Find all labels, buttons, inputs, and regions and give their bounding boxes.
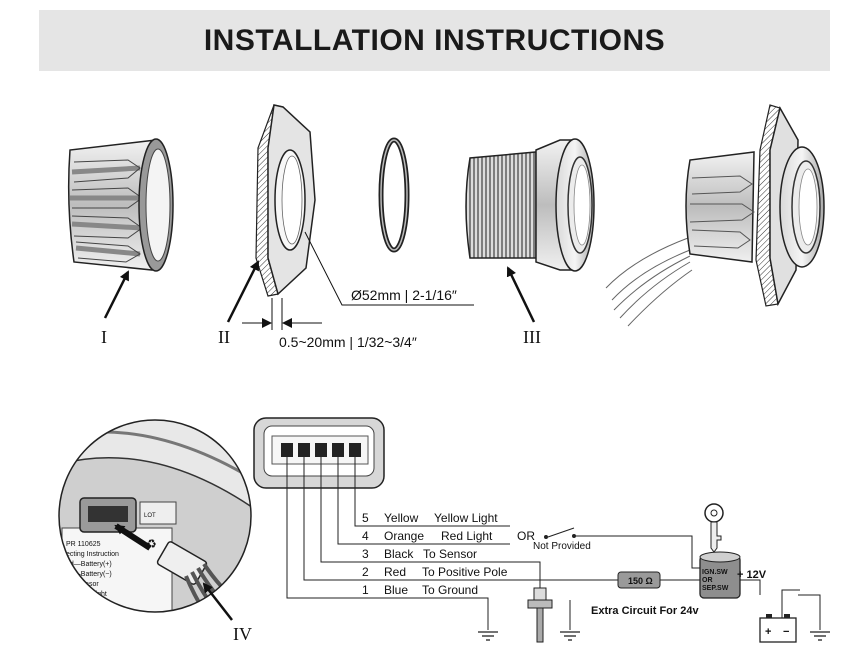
svg-text:1: 1 (362, 583, 369, 597)
resistor-label: 150 Ω (628, 576, 653, 586)
recycle-icon: ♻ (146, 537, 157, 551)
inset-line-1: PR 110625 (66, 541, 101, 548)
inset-line-7: —Yellow Light (66, 601, 110, 608)
inset-line-3: ed—Battery(+) (66, 561, 112, 568)
panel-thickness-label: 0.5~20mm | 1/32~3/4″ (279, 334, 417, 350)
page-title: INSTALLATION INSTRUCTIONS (203, 24, 666, 57)
pointer-arrow-4 (202, 582, 233, 621)
key-icon (704, 503, 724, 553)
ground-symbol-3 (810, 631, 830, 641)
wire-label-1: 1 Blue To Ground (362, 583, 478, 597)
svg-text:4: 4 (362, 529, 369, 543)
svg-text:To Positive Pole: To Positive Pole (422, 565, 508, 579)
svg-text:Yellow: Yellow (384, 511, 419, 525)
or-label: OR (517, 529, 535, 543)
pin-2 (298, 443, 310, 457)
inset-line-2: ecting Instruction (66, 551, 119, 558)
pin-3 (315, 443, 327, 457)
wire-label-4: 4 Orange Red Light (362, 529, 493, 543)
svg-text:Orange: Orange (384, 529, 424, 543)
hole-diameter-label: Ø52mm | 2-1/16″ (351, 287, 457, 303)
pin-5 (349, 443, 361, 457)
svg-text:Red: Red (384, 565, 406, 579)
svg-text:Black: Black (384, 547, 414, 561)
ignition-line-2: OR (702, 577, 713, 584)
battery-minus: − (783, 626, 789, 638)
svg-text:To Ground: To Ground (422, 583, 478, 597)
wire-label-3: 3 Black To Sensor (362, 547, 477, 561)
pointer-arrow-3 (506, 266, 536, 323)
svg-text:3: 3 (362, 547, 369, 561)
pin-1 (281, 443, 293, 457)
ignition-line-1: IGN.SW (702, 569, 728, 576)
not-provided-label: Not Provided (533, 541, 591, 552)
part-label-3: III (523, 327, 541, 347)
extra-circuit-label: Extra Circuit For 24v (591, 605, 699, 617)
svg-text:Yellow Light: Yellow Light (434, 511, 498, 525)
battery-icon: + − (759, 614, 797, 643)
connector-block (253, 417, 385, 489)
pin-4 (332, 443, 344, 457)
o-ring (378, 137, 410, 253)
inset-lot-box: LOT (144, 513, 156, 519)
battery-plus: + (765, 626, 771, 638)
resistor: 150 Ω (617, 571, 661, 589)
assembled-gauge (605, 104, 825, 327)
wire-plug (156, 541, 242, 612)
wire-label-2: 2 Red To Positive Pole (362, 565, 508, 579)
gauge-body-part-3: III (465, 138, 595, 347)
wire-label-5: 5 Yellow Yellow Light (362, 511, 498, 525)
pointer-arrow-2 (226, 260, 260, 323)
svg-text:2: 2 (362, 565, 369, 579)
part-label-4: IV (233, 624, 252, 644)
mounting-bracket-part-2: II 0.5~20mm | 1/32~3/4″ Ø52mm | 2-1/16″ (218, 104, 474, 350)
part-label-2: II (218, 327, 230, 347)
svg-text:5: 5 (362, 511, 369, 525)
connector-inset: LOT PR 110625 ecting Instruction ed—Batt… (58, 419, 252, 644)
title-banner: INSTALLATION INSTRUCTIONS (39, 10, 830, 71)
svg-text:Blue: Blue (384, 583, 408, 597)
ignition-line-3: SEP.SW (702, 585, 729, 592)
inset-line-4: ue—Battery(−) (66, 571, 112, 578)
pointer-arrow-1 (103, 270, 130, 319)
voltage-label: + 12V (737, 569, 767, 581)
sensor-icon (527, 587, 553, 643)
ignition-switch: IGN.SW OR SEP.SW (699, 503, 741, 599)
inset-line-5: k—Sensor (66, 581, 99, 588)
ground-symbol-1 (478, 631, 498, 641)
retaining-nut-part-1: I (67, 138, 174, 347)
svg-text:Red Light: Red Light (441, 529, 493, 543)
part-label-1: I (101, 327, 107, 347)
wiring-lines (286, 457, 821, 630)
svg-text:To Sensor: To Sensor (423, 547, 477, 561)
ground-symbol-2 (560, 631, 580, 641)
